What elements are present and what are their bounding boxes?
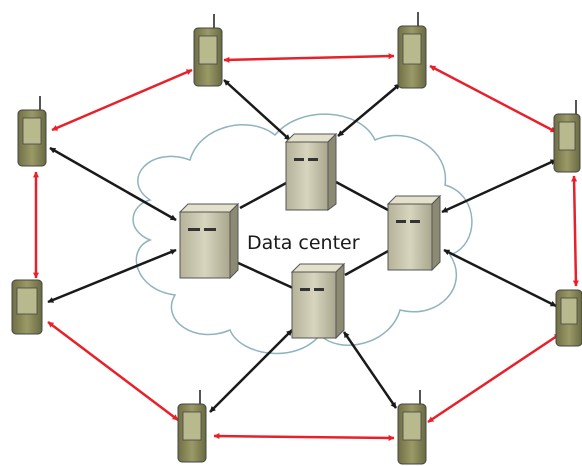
device-ring-links xyxy=(33,53,579,441)
phone-bottom-left xyxy=(177,390,207,463)
link-phone-right-upper-server xyxy=(441,158,557,214)
link-server-left-bottom xyxy=(235,260,294,290)
server-interconnects xyxy=(235,180,391,290)
server-top xyxy=(284,132,338,211)
server-left xyxy=(178,202,240,280)
phone-bottom-right xyxy=(397,390,427,465)
link-right-lower-bottom-right xyxy=(427,332,561,424)
link-phone-left-lower-server xyxy=(47,248,177,304)
link-phone-left-upper-server xyxy=(49,146,177,222)
link-top-left-left-upper xyxy=(51,68,193,132)
link-top-left-top-right xyxy=(223,53,395,63)
link-server-top-left xyxy=(239,180,289,210)
phone-top-left xyxy=(193,14,223,87)
phone-left-upper xyxy=(17,96,47,167)
link-phone-bottom-left-server xyxy=(209,329,293,413)
link-server-right-bottom xyxy=(344,248,391,277)
device-server-links xyxy=(47,79,557,413)
link-phone-top-left-server xyxy=(223,79,291,141)
link-left-lower-bottom-left xyxy=(47,321,179,421)
link-phone-top-right-server xyxy=(337,83,401,137)
link-right-upper-right-lower xyxy=(571,175,579,287)
link-phone-bottom-right-server xyxy=(342,331,398,409)
link-phone-right-lower-server xyxy=(443,248,557,308)
data-center-label: Data center xyxy=(247,232,360,254)
link-server-top-right xyxy=(335,180,389,212)
phone-right-upper xyxy=(553,100,581,173)
phone-right-lower xyxy=(555,289,582,347)
phone-top-right xyxy=(397,12,427,89)
link-top-right-right-upper xyxy=(429,64,557,134)
link-bottom-left-bottom-right xyxy=(213,433,395,441)
phone-left-lower xyxy=(11,279,43,335)
server-right xyxy=(386,194,442,272)
server-bottom xyxy=(290,262,346,340)
